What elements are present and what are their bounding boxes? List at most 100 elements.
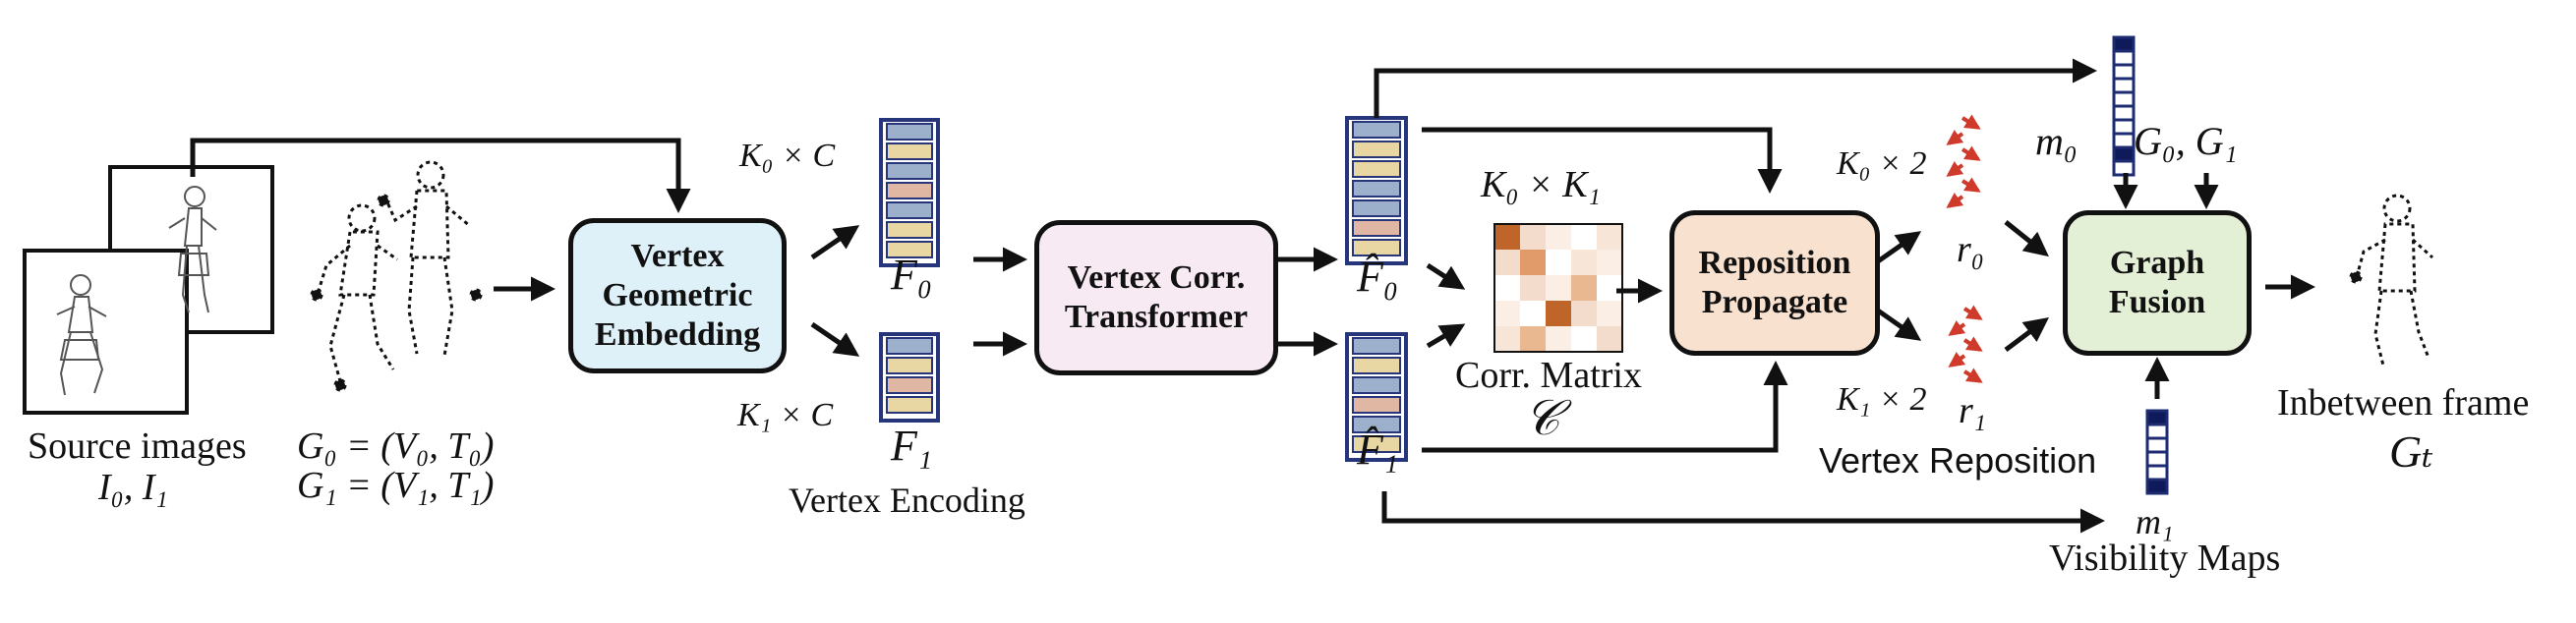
f1-stack xyxy=(879,332,940,423)
m1-stack-cell xyxy=(2145,450,2169,468)
corr-matrix-label: Corr. Matrix xyxy=(1455,355,1642,396)
f0-stack-token xyxy=(886,241,933,258)
inbetween-frame-symbol: Gₜ xyxy=(2389,426,2433,477)
graph-fusion-module: Graph Fusion xyxy=(2063,210,2252,356)
f1-hat-stack-token xyxy=(1352,357,1401,374)
f0-dims-label: K₀ × C xyxy=(739,138,836,174)
arrow-f1hat-to-m1 xyxy=(1381,491,2105,534)
m1-stack-cell xyxy=(2145,409,2169,426)
f0-label: F₀ xyxy=(891,251,933,299)
f0-hat-stack-token xyxy=(1352,180,1401,198)
arrow-r0-to-fusion xyxy=(2004,220,2049,257)
corr-matrix-cell xyxy=(1520,301,1546,326)
corr-matrix-cell xyxy=(1571,326,1597,352)
corr-dims-label: K₀ × K₁ xyxy=(1481,164,1601,205)
sketch-figure-front xyxy=(56,274,107,396)
m0-stack-cell xyxy=(2112,90,2136,108)
r0-vectors xyxy=(1946,114,1981,208)
inbetween-frame-label: Inbetween frame xyxy=(2277,382,2530,424)
corr-matrix-cell xyxy=(1597,326,1622,352)
f1-hat-stack xyxy=(1345,332,1408,462)
f0-hat-stack-token xyxy=(1352,121,1401,139)
vertex-geometric-embedding-module: Vertex Geometric Embedding xyxy=(568,218,787,373)
corr-matrix-cell xyxy=(1520,326,1546,352)
corr-matrix-cell xyxy=(1571,250,1597,275)
arrow-vge-to-f1 xyxy=(810,321,860,357)
corr-matrix-cell xyxy=(1520,250,1546,275)
correlation-matrix xyxy=(1493,223,1623,353)
m0-stack-cell xyxy=(2112,118,2136,136)
arrow-r1-to-fusion xyxy=(2004,317,2049,352)
f1-stack-token xyxy=(886,376,933,394)
f1-stack-token xyxy=(886,337,933,355)
m0-stack-cell xyxy=(2112,145,2136,163)
arrow-propagate-to-r0 xyxy=(1876,231,1922,264)
corr-matrix-cell xyxy=(1520,224,1546,250)
f1-hat-stack-token xyxy=(1352,435,1401,453)
inbetween-frame-figure xyxy=(2349,194,2434,367)
r0-dims-label: K₀ × 2 xyxy=(1837,145,1927,182)
corr-matrix-cell xyxy=(1494,224,1520,250)
arrow-f1hat-to-matrix xyxy=(1426,323,1466,349)
corr-matrix-border xyxy=(1493,223,1623,353)
reposition-arrow-sets xyxy=(1946,114,1983,383)
f1-hat-label: F̂₁ xyxy=(1357,425,1399,474)
m0-stack-cell xyxy=(2112,63,2136,81)
m0-stack-cell xyxy=(2112,35,2136,53)
r0-label: r₀ xyxy=(1957,229,1984,270)
corr-matrix-cell xyxy=(1597,301,1622,326)
feature-token-stacks xyxy=(879,116,1408,462)
f0-stack-token xyxy=(886,221,933,239)
r0-vectors-vector xyxy=(1961,145,1981,161)
arrow-f0hat-to-matrix xyxy=(1426,262,1466,290)
f1-hat-stack-token xyxy=(1352,396,1401,414)
reposition-propagate-module: Reposition Propagate xyxy=(1669,210,1880,356)
r1-vectors-vector xyxy=(1962,336,1983,352)
r1-vectors xyxy=(1948,305,1983,383)
f1-label: F₁ xyxy=(891,422,933,470)
f0-stack-token xyxy=(886,201,933,219)
arrow-f1hat-to-propagate xyxy=(1422,361,1788,453)
m0-stack xyxy=(2112,35,2136,177)
m0-label: m₀ xyxy=(2035,119,2078,163)
f1-hat-stack-token xyxy=(1352,337,1401,355)
corr-matrix-cell xyxy=(1546,326,1571,352)
arrow-propagate-to-r1 xyxy=(1876,308,1922,341)
f0-stack xyxy=(879,118,940,267)
f0-stack-token xyxy=(886,142,933,160)
gf-label: Graph Fusion xyxy=(2108,245,2206,320)
m1-label: m₁ xyxy=(2136,502,2174,541)
m0-stack-cell xyxy=(2112,49,2136,67)
r1-dims-label: K₁ × 2 xyxy=(1837,381,1927,418)
m0-stack-cell xyxy=(2112,132,2136,149)
r0-vectors-vector xyxy=(1946,193,1964,208)
corr-symbol: 𝒞 xyxy=(1524,390,1560,445)
m1-stack xyxy=(2145,409,2169,495)
m1-stack-cell xyxy=(2145,464,2169,481)
r1-vectors-vector xyxy=(1948,320,1966,336)
m0-stack-cell xyxy=(2112,159,2136,177)
sketch-figure-back xyxy=(168,186,217,313)
vertex-graph-g0 xyxy=(310,203,398,392)
corr-matrix-cell xyxy=(1494,326,1520,352)
f0-stack-token xyxy=(886,162,933,180)
graph-g0-definition: G₀ = (V₀, T₀) xyxy=(297,425,495,467)
source-image-frames xyxy=(23,165,274,415)
vge-label: Vertex Geometric Embedding xyxy=(594,238,761,353)
vct-label: Vertex Corr. Transformer xyxy=(1064,259,1249,335)
corr-matrix-cell xyxy=(1571,301,1597,326)
corr-matrix-cell xyxy=(1546,301,1571,326)
f0-hat-stack xyxy=(1345,116,1408,265)
source-images-vars: I₀, I₁ xyxy=(98,467,168,508)
f1-hat-stack-token xyxy=(1352,376,1401,394)
flow-arrows xyxy=(190,58,2315,534)
corr-matrix-cell xyxy=(1494,301,1520,326)
f0-stack-token xyxy=(886,123,933,141)
visibility-map-stacks xyxy=(2112,35,2169,495)
f0-hat-stack-token xyxy=(1352,219,1401,237)
vertex-encoding-label: Vertex Encoding xyxy=(789,481,1025,520)
corr-matrix-cell xyxy=(1546,250,1571,275)
r0-vectors-vector xyxy=(1961,114,1981,130)
